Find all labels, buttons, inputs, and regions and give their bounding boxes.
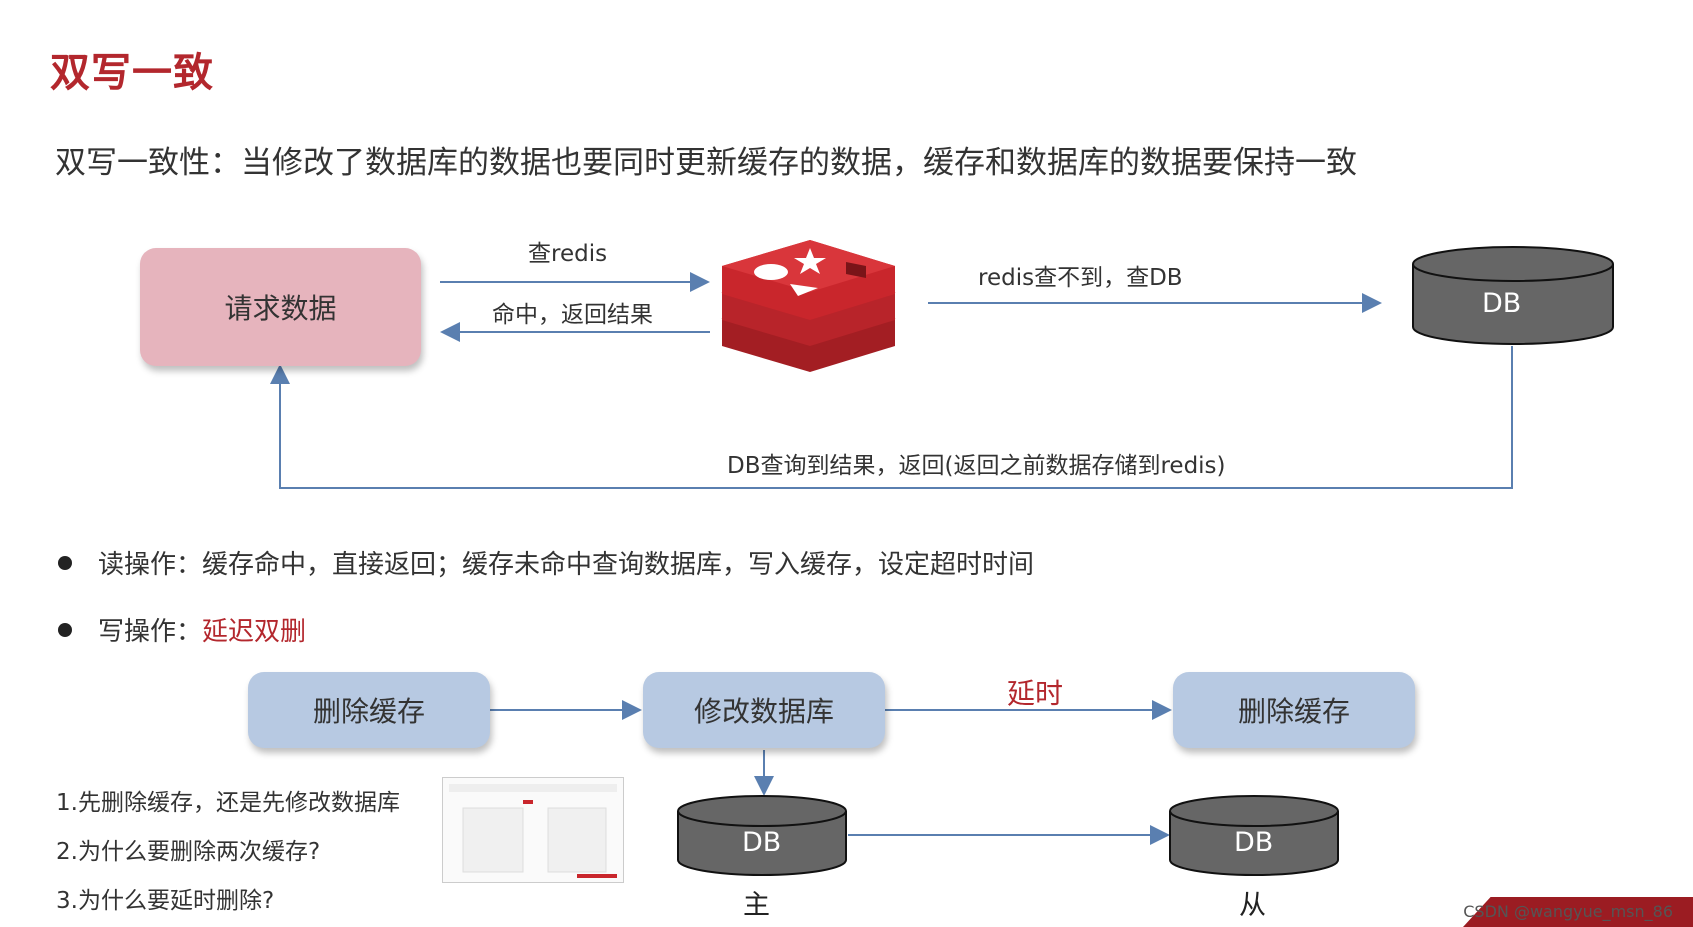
arrow-db-return — [270, 346, 1513, 489]
request-data-box: 请求数据 — [140, 248, 421, 366]
write-operation-highlight: 延迟双删 — [202, 617, 307, 647]
db-cylinder-top — [1412, 246, 1614, 345]
label-redis-miss: redis查不到，查DB — [978, 265, 1183, 291]
master-role-label: 主 — [743, 890, 770, 921]
label-db-return: DB查询到结果，返回(返回之前数据存储到redis) — [727, 453, 1226, 479]
modify-database-box: 修改数据库 — [643, 672, 885, 748]
bullet-dot — [58, 622, 72, 637]
page-title: 双写一致 — [50, 50, 214, 96]
write-operation-prefix: 写操作： — [98, 617, 203, 647]
bullet-write: 写操作： 延迟双删 — [58, 611, 306, 648]
label-query-redis: 查redis — [528, 241, 608, 267]
corner-banner — [1463, 897, 1693, 927]
thumbnail-graphic — [449, 784, 617, 878]
delete-cache-box-2: 删除缓存 — [1173, 672, 1415, 748]
db-master-label: DB — [742, 827, 782, 858]
bullet-read: 读操作：缓存命中，直接返回；缓存未命中查询数据库，写入缓存，设定超时时间 — [58, 544, 1034, 581]
db-cylinder-master — [677, 795, 847, 876]
redis-logo-icon — [721, 240, 896, 372]
delete-cache-box-1: 删除缓存 — [248, 672, 490, 748]
bullet-dot — [58, 555, 72, 570]
delay-label: 延时 — [1007, 677, 1064, 710]
question-3: 3.为什么要延时删除? — [56, 888, 275, 914]
db-label-top: DB — [1482, 288, 1522, 319]
db-slave-label: DB — [1234, 827, 1274, 858]
description-text: 双写一致性：当修改了数据库的数据也要同时更新缓存的数据，缓存和数据库的数据要保持… — [55, 145, 1357, 181]
read-operation-text: 读操作：缓存命中，直接返回；缓存未命中查询数据库，写入缓存，设定超时时间 — [98, 550, 1035, 580]
db-cylinder-slave — [1169, 795, 1339, 876]
question-1: 1.先删除缓存，还是先修改数据库 — [56, 790, 400, 816]
label-hit-return: 命中，返回结果 — [492, 302, 653, 328]
thumbnail-image — [442, 777, 624, 883]
question-2: 2.为什么要删除两次缓存? — [56, 839, 321, 865]
watermark-text: CSDN @wangyue_msn_86 — [1463, 902, 1673, 921]
slave-role-label: 从 — [1239, 890, 1266, 921]
